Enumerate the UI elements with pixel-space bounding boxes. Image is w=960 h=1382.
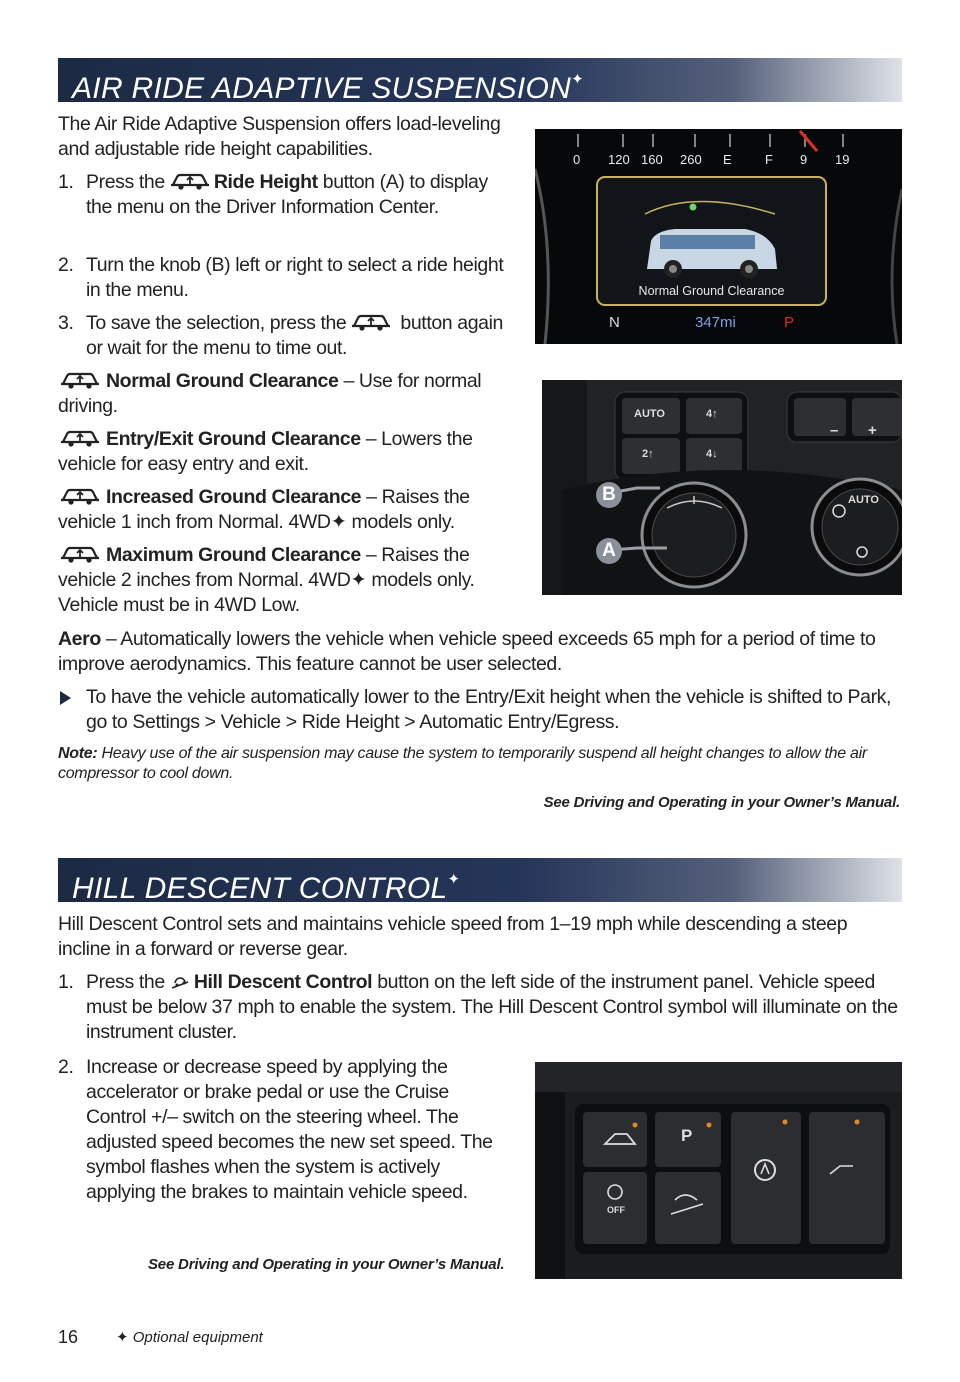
step-text: Turn the knob (B) left or right to selec… xyxy=(86,254,504,301)
mode-desc: – Raises the vehicle 2 inches from Norma… xyxy=(58,544,475,616)
mode-desc: – Use for normal driving. xyxy=(58,370,482,417)
hdc-step-2: 2. Increase or decrease speed by applyin… xyxy=(58,1055,506,1235)
manual-reference: See Driving and Operating in your Owner’… xyxy=(148,1256,505,1273)
section-banner-hill-descent: HILL DESCENT CONTROL✦ xyxy=(58,858,902,905)
section-title: HILL DESCENT CONTROL xyxy=(72,872,448,905)
park-assist-label: P xyxy=(681,1126,693,1145)
gauge-f: F xyxy=(765,152,773,167)
optional-equipment-note: ✦ Optional equipment xyxy=(116,1328,263,1346)
bullet-text: To have the vehicle automatically lower … xyxy=(86,686,892,733)
step-text: button (A) to display the menu on the Dr… xyxy=(86,171,488,218)
stabilitrak-off-label: OFF xyxy=(607,1205,625,1215)
bullet-item: To have the vehicle automatically lower … xyxy=(58,685,903,735)
aero-label: Aero xyxy=(58,628,101,650)
hill-descent-icon xyxy=(171,977,189,989)
auto-climate-label: AUTO xyxy=(848,494,879,506)
gauge-260: 260 xyxy=(680,152,702,167)
step-text: button again or wait for the menu to tim… xyxy=(86,312,503,359)
mode-name: Normal Ground Clearance xyxy=(106,370,339,392)
step-text: Press the xyxy=(86,171,165,193)
step-text: button on the left side of the instrumen… xyxy=(86,971,898,1043)
step-text: To save the selection, press the xyxy=(86,312,347,334)
step-number: 2. xyxy=(58,1056,74,1078)
intro-text: The Air Ride Adaptive Suspension offers … xyxy=(58,113,501,160)
increased-clearance-icon xyxy=(58,486,102,506)
mode-name: Maximum Ground Clearance xyxy=(106,544,361,566)
mode-entry-exit: Entry/Exit Ground Clearance – Lowers the… xyxy=(58,427,523,477)
gauge-120: 120 xyxy=(608,152,630,167)
hill-descent-label: Hill Descent Control xyxy=(193,971,373,993)
2-high-button-label: 2↑ xyxy=(642,448,654,460)
gauge-9: 9 xyxy=(800,152,808,167)
step-text: Press the xyxy=(86,971,165,993)
gauge-e: E xyxy=(723,152,732,167)
section-title: AIR RIDE ADAPTIVE SUSPENSION xyxy=(72,72,572,105)
bullet-arrow-icon xyxy=(60,691,71,705)
note: Note: Heavy use of the air suspension ma… xyxy=(58,744,903,784)
hdc-intro: Hill Descent Control sets and maintains … xyxy=(58,913,848,960)
step-number: 2. xyxy=(58,254,74,276)
callout-b: B xyxy=(596,482,622,508)
mode-name: Entry/Exit Ground Clearance xyxy=(106,428,361,450)
mode-desc: – Lowers the vehicle for easy entry and … xyxy=(58,428,473,475)
entry-exit-clearance-icon xyxy=(58,428,102,448)
mode-normal: Normal Ground Clearance – Use for normal… xyxy=(58,369,520,419)
ride-height-icon xyxy=(170,171,210,191)
hill-descent-switch-photo: P OFF xyxy=(535,1062,902,1279)
gauge-19: 19 xyxy=(835,152,850,167)
4-low-button-label: 4↓ xyxy=(706,448,718,460)
4-high-button-label: 4↑ xyxy=(706,408,718,420)
ride-height-icon xyxy=(351,312,391,332)
step-text: Increase or decrease speed by applying t… xyxy=(86,1056,493,1203)
ride-height-controls-photo: AUTO 4↑ 2↑ 4↓ AUTO – + B A xyxy=(542,380,902,595)
step-2: 2. Turn the knob (B) left or right to se… xyxy=(58,253,520,303)
ride-height-label: Ride Height xyxy=(213,171,318,193)
gauge-160: 160 xyxy=(641,152,663,167)
optional-mark: ✦ xyxy=(116,1329,129,1346)
fan-decrease-label: – xyxy=(830,422,839,439)
callout-a: A xyxy=(596,538,622,564)
instrument-cluster-photo: 0 120 160 260 E F 9 19 Normal Ground Cle… xyxy=(535,129,902,344)
step-3: 3. To save the selection, press the butt… xyxy=(58,311,520,361)
aero-text: – Automatically lowers the vehicle when … xyxy=(58,628,876,675)
cluster-odometer: 347mi xyxy=(695,314,736,331)
maximum-clearance-icon xyxy=(58,544,102,564)
optional-text: Optional equipment xyxy=(132,1329,263,1346)
page-number: 16 xyxy=(58,1327,79,1347)
fan-increase-label: + xyxy=(868,422,877,439)
hdc-step-1: 1. Press the Hill Descent Control button… xyxy=(58,970,903,1046)
auto-4wd-button-label: AUTO xyxy=(634,408,665,420)
step-number: 1. xyxy=(58,971,74,993)
cluster-screen-label: Normal Ground Clearance xyxy=(638,284,785,298)
step-number: 1. xyxy=(58,171,74,193)
section-banner-air-ride: AIR RIDE ADAPTIVE SUSPENSION✦ xyxy=(58,58,902,105)
gauge-0: 0 xyxy=(573,152,581,167)
manual-reference: See Driving and Operating in your Owner’… xyxy=(543,794,901,811)
aero-paragraph: Aero – Automatically lowers the vehicle … xyxy=(58,627,903,677)
normal-clearance-icon xyxy=(58,370,102,390)
note-text: Heavy use of the air suspension may caus… xyxy=(58,745,867,782)
cluster-gear-left: N xyxy=(609,314,620,331)
mode-increased: Increased Ground Clearance – Raises the … xyxy=(58,485,523,535)
mode-desc: – Raises the vehicle 1 inch from Normal.… xyxy=(58,486,470,533)
optional-mark: ✦ xyxy=(447,871,461,888)
note-label: Note: xyxy=(58,745,98,762)
mode-maximum: Maximum Ground Clearance – Raises the ve… xyxy=(58,543,528,618)
step-1: 1. Press the Ride Height button (A) to d… xyxy=(58,170,520,245)
cluster-gear-right: P xyxy=(784,314,795,331)
step-number: 3. xyxy=(58,312,74,334)
optional-mark: ✦ xyxy=(571,71,584,88)
mode-name: Increased Ground Clearance xyxy=(106,486,362,508)
